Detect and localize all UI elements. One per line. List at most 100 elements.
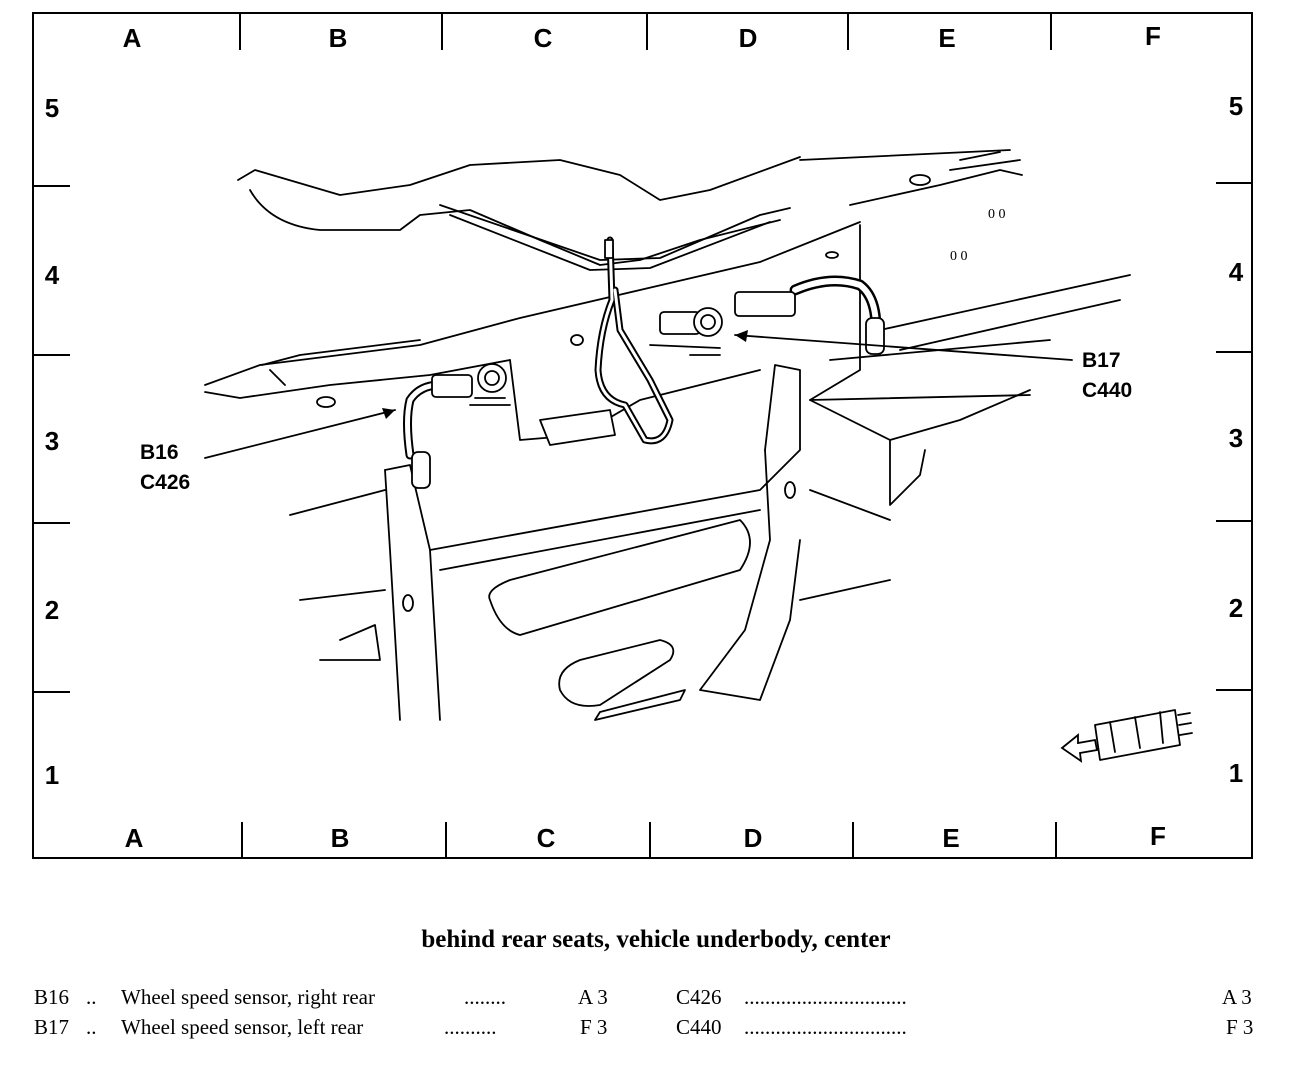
- c426-connector: [431, 374, 473, 398]
- b17-leads: [649, 344, 721, 356]
- grid-col-bottom-e: E: [942, 823, 960, 853]
- b16-harness-inner: [405, 382, 443, 458]
- legend-dots: ..: [86, 985, 97, 1009]
- crossmember-hole: [570, 334, 584, 346]
- callout-b16-connector: C426: [140, 471, 191, 494]
- frame-left-upright: [384, 464, 441, 721]
- svg-text:0 0: 0 0: [950, 249, 968, 264]
- frame-cutout-lower: [558, 639, 675, 707]
- grid-row-right-2: 2: [1228, 593, 1244, 623]
- diagram-frame: [32, 12, 1253, 859]
- legend-leader: ...............................: [744, 1015, 907, 1039]
- grid-col-bottom-b: B: [330, 823, 350, 853]
- b17-sensor: [693, 307, 723, 337]
- callout-b16-id: B16: [140, 441, 179, 464]
- callout-b17: B17 C440: [1082, 346, 1132, 406]
- grid-row-left-5: 5: [44, 93, 60, 123]
- legend-code: C440: [676, 1015, 722, 1039]
- floor-lines-left: [289, 489, 386, 661]
- crossmember-hole: [316, 396, 336, 408]
- grid-col-top-a: A: [122, 23, 142, 53]
- b17-leader-line: [734, 334, 1073, 361]
- frame-left-upright-inner: [384, 469, 401, 721]
- legend-code: B16: [34, 985, 70, 1009]
- center-connector: [539, 409, 616, 446]
- legend-location: F 3: [580, 1015, 608, 1039]
- grid-col-bottom-d: D: [743, 823, 763, 853]
- legend-row-c440: C440 ............................... F 3: [676, 1013, 1266, 1041]
- b16-sensor: [477, 363, 507, 393]
- frame-cutout: [488, 519, 751, 636]
- grid-row-left-3: 3: [44, 426, 60, 456]
- c440-connector: [734, 291, 796, 317]
- frame-hole: [402, 594, 414, 612]
- legend-leader: ...............................: [744, 985, 907, 1009]
- floor-hole: [909, 174, 931, 186]
- center-harness-inner: [596, 238, 672, 443]
- callout-b17-id: B17: [1082, 349, 1121, 372]
- crossmember-lower: [204, 359, 511, 399]
- legend-row-b17: B17 .. Wheel speed sensor, left rear ...…: [34, 1013, 634, 1041]
- b17-sensor-core: [700, 314, 716, 330]
- svg-text:0 0: 0 0: [988, 207, 1006, 222]
- b16-harness-end: [411, 451, 431, 489]
- grid-col-top-e: E: [938, 23, 956, 53]
- legend-location: F 3: [1226, 1015, 1254, 1039]
- grid-row-left-2: 2: [44, 595, 60, 625]
- legend-description: Wheel speed sensor, left rear: [121, 1015, 364, 1039]
- b16-sensor-core: [484, 370, 500, 386]
- grid-col-top-c: C: [533, 23, 553, 53]
- grid-col-bottom-c: C: [536, 823, 556, 853]
- legend-row-c426: C426 ............................... A 3: [676, 983, 1266, 1011]
- grid-col-bottom-f: F: [1150, 821, 1166, 851]
- frame-right-upright: [699, 449, 801, 701]
- legend-leader: ........: [464, 985, 506, 1009]
- callout-b16: B16 C426: [140, 438, 190, 498]
- legend-description: Wheel speed sensor, right rear: [121, 985, 375, 1009]
- sill-box-side: [889, 439, 926, 506]
- crossmember-top: [204, 221, 861, 386]
- b17-harness-end: [865, 317, 885, 355]
- floor-rear-edge: [799, 149, 1023, 206]
- frame-top-beam: [429, 364, 801, 551]
- frame-slot: [594, 689, 686, 721]
- legend-location: A 3: [1222, 985, 1252, 1009]
- floor-lines-right: [799, 489, 891, 601]
- harness-clip: [604, 239, 614, 259]
- b16-leads: [469, 397, 511, 406]
- legend-dots: ..: [86, 1015, 97, 1039]
- floor-hole: [825, 251, 839, 259]
- tunnel-channel: [439, 204, 791, 261]
- grid-row-right-5: 5: [1228, 91, 1244, 121]
- legend-leader: ..........: [444, 1015, 497, 1039]
- callout-b17-connector: C440: [1082, 379, 1133, 402]
- floor-panel-ridge: [249, 189, 781, 266]
- inset-connector-ridges: [1109, 711, 1164, 753]
- frame-beam-lower: [439, 509, 761, 571]
- grid-row-left-4: 4: [44, 260, 60, 290]
- legend-location: A 3: [578, 985, 608, 1009]
- b17-arrowhead: [735, 330, 748, 342]
- grid-col-top-f: F: [1145, 21, 1161, 51]
- legend-code: B17: [34, 1015, 70, 1039]
- legend-code: C426: [676, 985, 722, 1009]
- floor-slot: [949, 151, 1021, 171]
- grid-col-top-d: D: [738, 23, 758, 53]
- legend-row-b16: B16 .. Wheel speed sensor, right rear ..…: [34, 983, 634, 1011]
- grid-row-right-4: 4: [1228, 257, 1244, 287]
- inset-arrow-icon: [1060, 733, 1099, 763]
- frame-hole: [784, 481, 796, 499]
- sill-box: [809, 224, 1031, 441]
- diagram-caption: behind rear seats, vehicle underbody, ce…: [421, 926, 891, 953]
- grid-ticks: [34, 14, 1252, 858]
- inset-connector-pins: [1177, 712, 1193, 736]
- floor-panel-top-edge: [237, 156, 801, 201]
- b16-leader-line: [204, 409, 396, 459]
- b16-arrowhead: [382, 408, 395, 419]
- grid-col-bottom-a: A: [124, 823, 144, 853]
- tunnel-channel-inner: [449, 214, 771, 271]
- grid-row-right-1: 1: [1228, 758, 1244, 788]
- grid-col-top-b: B: [328, 23, 348, 53]
- crossmember-flange: [261, 339, 421, 386]
